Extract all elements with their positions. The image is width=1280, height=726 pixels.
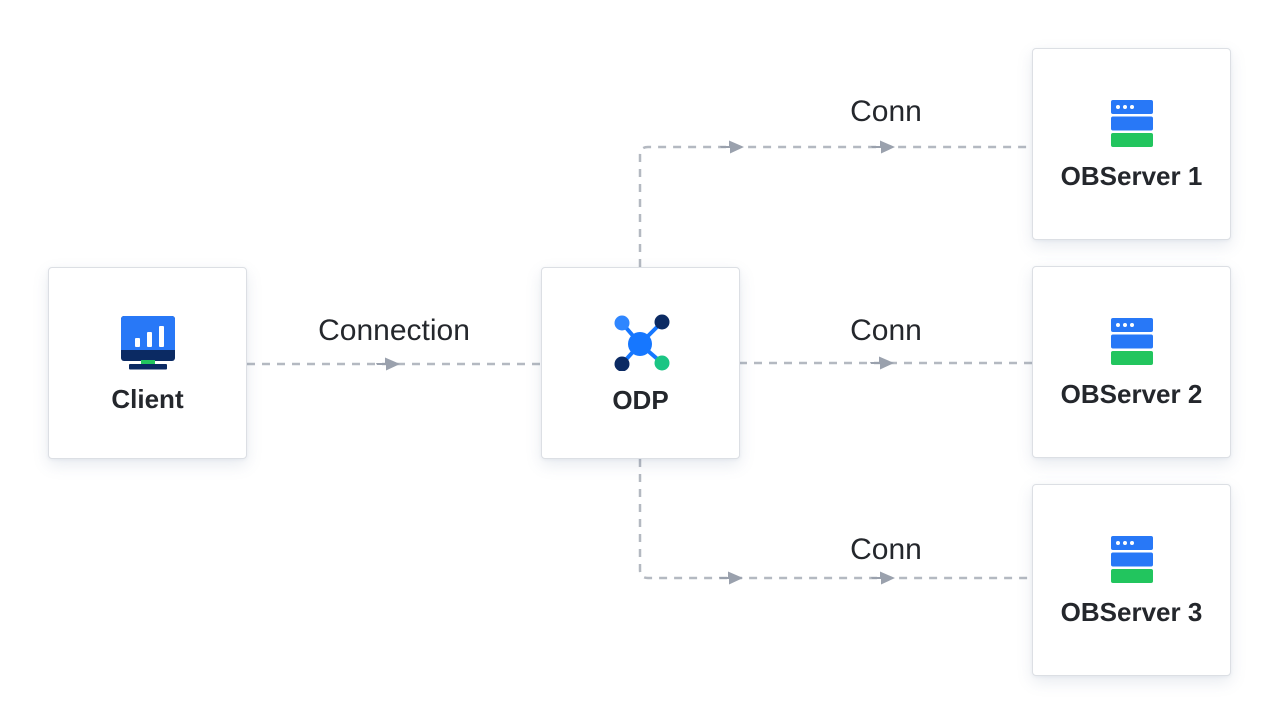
edge-odp-observer3-line <box>638 459 1032 580</box>
edge-label-conn-1: Conn <box>850 95 922 128</box>
network-icon <box>612 313 670 372</box>
node-label-observer2: OBServer 2 <box>1060 378 1203 409</box>
arrow-marker-icon <box>871 571 895 585</box>
node-odp: ODP <box>541 267 740 459</box>
node-label-odp: ODP <box>612 385 669 415</box>
node-observer2: OBServer 2 <box>1032 266 1231 458</box>
edge-odp-observer1-line <box>638 145 1032 267</box>
server-icon <box>1110 535 1153 583</box>
edge-label-conn-3: Conn <box>850 533 922 566</box>
arrow-marker-icon <box>719 571 743 585</box>
node-client: Client <box>48 267 247 459</box>
arrow-marker-icon <box>720 140 744 154</box>
server-icon <box>1110 99 1153 147</box>
monitor-icon <box>120 314 176 370</box>
node-label-client: Client <box>111 384 184 414</box>
node-observer3: OBServer 3 <box>1032 484 1231 676</box>
node-label-observer1: OBServer 1 <box>1060 160 1203 191</box>
edge-label-connection: Connection <box>318 314 470 347</box>
edge-label-conn-2: Conn <box>850 314 922 347</box>
node-label-observer3: OBServer 3 <box>1060 596 1203 627</box>
node-observer1: OBServer 1 <box>1032 48 1231 240</box>
arrow-marker-icon <box>870 356 894 370</box>
arrow-marker-icon <box>871 140 895 154</box>
server-icon <box>1110 317 1153 365</box>
arrow-marker-icon <box>376 357 400 371</box>
